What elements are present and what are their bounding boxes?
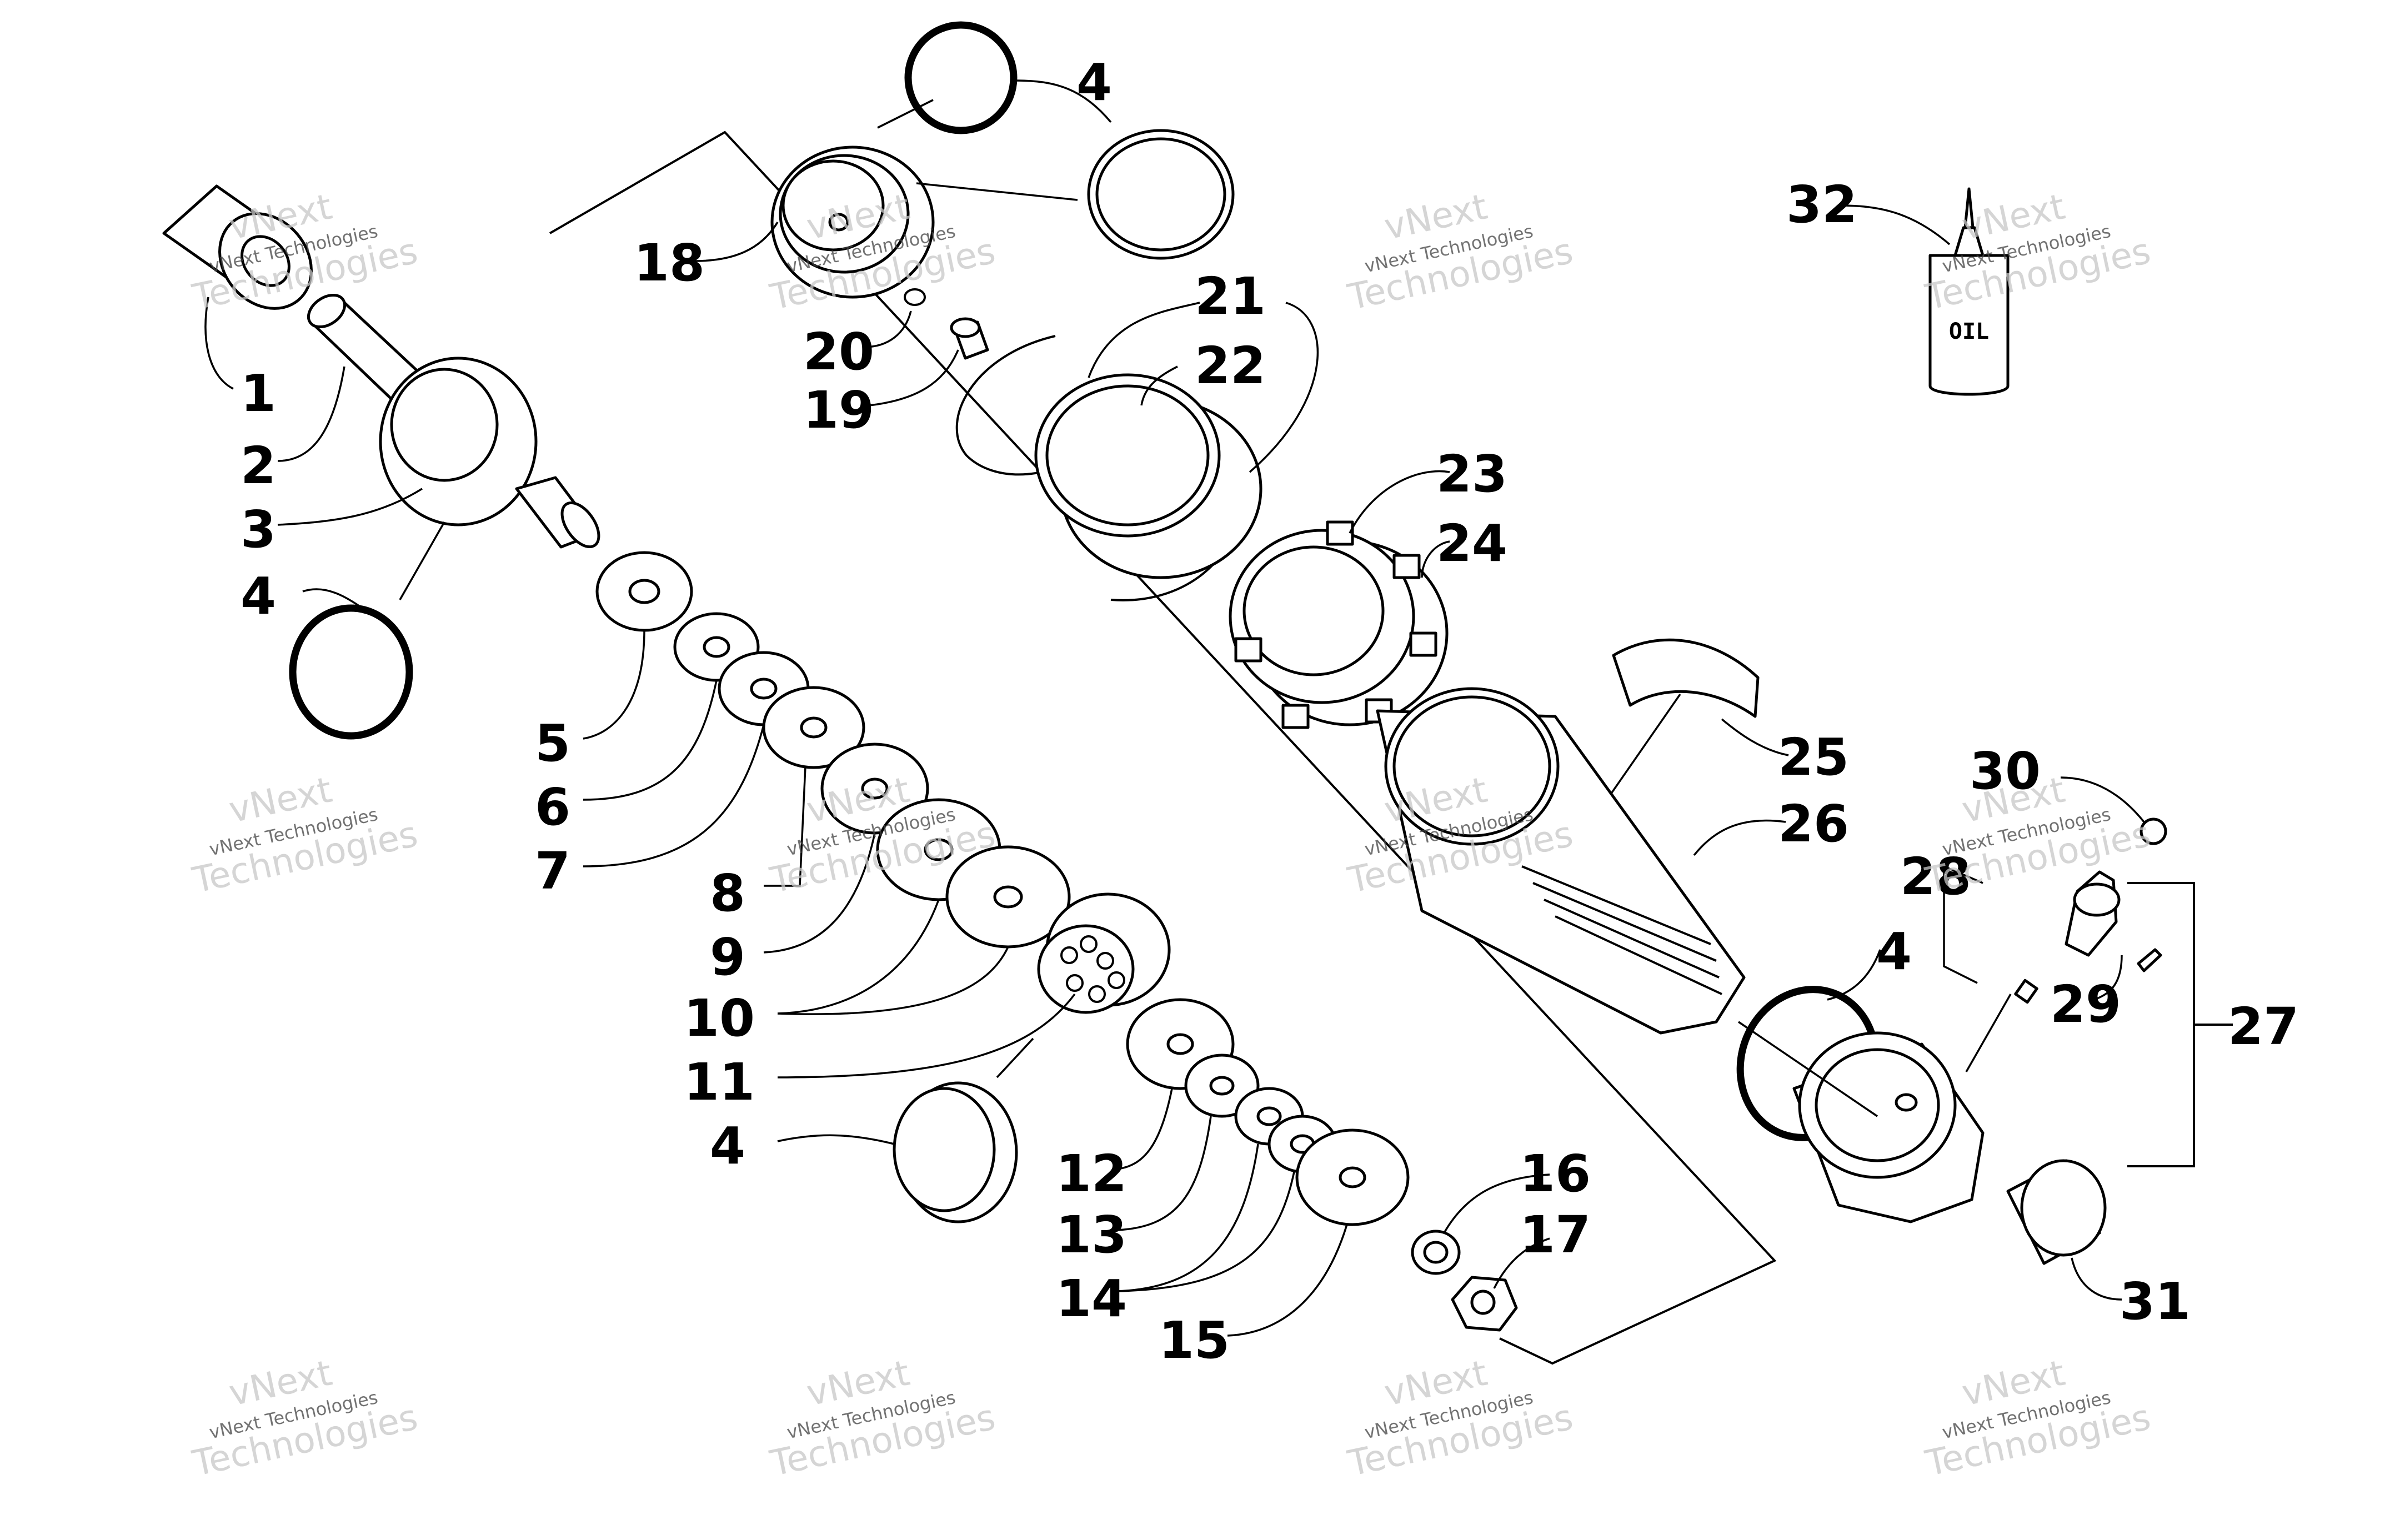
callout-17: 17: [1520, 1205, 1591, 1265]
watermark: vNext vNext Technologies Technologies: [189, 1353, 422, 1485]
callout-labels: 1 2 3 4 5 6 7 8 9 10 11 4 12 13 14 15 16…: [240, 53, 2299, 1370]
watermark: vNext vNext Technologies Technologies: [1922, 187, 2155, 319]
part-25-retainer: [1612, 638, 1760, 718]
callout-29: 29: [2050, 975, 2121, 1034]
callout-3: 3: [240, 500, 276, 559]
part-18-reservoir-cap: [770, 146, 935, 299]
part-4-band-top: [1087, 129, 1235, 260]
callout-15: 15: [1159, 1311, 1230, 1370]
washer-stack-lower: [1126, 998, 1410, 1226]
callout-7: 7: [535, 841, 570, 901]
callout-24: 24: [1436, 514, 1507, 573]
part-27-reservoir-end: [1792, 1031, 1985, 1223]
watermark: vNext vNext Technologies Technologies: [189, 770, 422, 902]
callout-30: 30: [1970, 741, 2041, 801]
callout-14: 14: [1056, 1269, 1127, 1328]
callout-4-left: 4: [240, 566, 276, 626]
part-4-o-ring-left: [289, 604, 413, 740]
part-16-washer: [1411, 1230, 1461, 1275]
part-1-bushing: [162, 184, 313, 310]
callout-4-top: 4: [1076, 53, 1112, 112]
group-outline: [549, 131, 1777, 1365]
watermark: vNext vNext Technologies Technologies: [1922, 770, 2155, 902]
callout-8: 8: [710, 864, 745, 923]
watermark: vNext vNext Technologies Technologies: [1344, 1353, 1577, 1485]
callout-4-lower: 4: [710, 1116, 745, 1176]
callout-23: 23: [1436, 444, 1507, 504]
watermark: vNext vNext Technologies Technologies: [1344, 187, 1577, 319]
part-22-spring-seat: [1034, 373, 1262, 579]
watermark: vNext vNext Technologies Technologies: [1922, 1353, 2155, 1485]
part-4-band-lower: [893, 1081, 1018, 1223]
part-4-o-ring-top: [904, 21, 1018, 134]
callout-18: 18: [634, 233, 705, 293]
callout-1: 1: [240, 364, 276, 423]
leader-lines: [204, 79, 2145, 1337]
callout-21: 21: [1195, 267, 1266, 326]
callout-4-right: 4: [1876, 922, 1912, 981]
part-31-bushing: [2006, 1159, 2107, 1265]
callout-13: 13: [1056, 1205, 1127, 1265]
callout-32: 32: [1786, 175, 1857, 234]
callout-11: 11: [684, 1052, 755, 1112]
callout-27: 27: [2228, 997, 2299, 1056]
part-20-small-o-ring: [904, 288, 926, 306]
washer-stack-upper: [595, 551, 1071, 949]
callout-26: 26: [1778, 794, 1849, 854]
callout-25: 25: [1778, 728, 1849, 787]
callout-12: 12: [1056, 1144, 1127, 1203]
callout-6: 6: [535, 777, 570, 837]
oil-bottle-label: OIL: [1949, 319, 1989, 344]
callout-19: 19: [803, 380, 874, 440]
watermark: vNext vNext Technologies Technologies: [766, 1353, 999, 1485]
callout-16: 16: [1520, 1144, 1591, 1203]
callout-5: 5: [535, 714, 570, 773]
bracket-27: [2127, 882, 2233, 1167]
part-11-piston: [1037, 892, 1171, 1014]
callout-9: 9: [710, 927, 745, 987]
part-32-oil-bottle: OIL: [1928, 187, 2010, 396]
callout-10: 10: [684, 989, 755, 1048]
callout-28: 28: [1900, 847, 1971, 906]
part-28-29-30-valve: [2014, 817, 2167, 1004]
callout-22: 22: [1195, 336, 1266, 395]
part-26-shock-body: [1376, 687, 1746, 1035]
part-23-24-adjuster-nuts: [1229, 520, 1449, 729]
callout-20: 20: [803, 322, 874, 382]
part-19-valve: [950, 317, 989, 360]
part-3-eyelet-body: [379, 357, 600, 549]
part-17-nut: [1451, 1276, 1518, 1332]
callout-31: 31: [2120, 1272, 2191, 1331]
callout-2: 2: [240, 436, 276, 495]
